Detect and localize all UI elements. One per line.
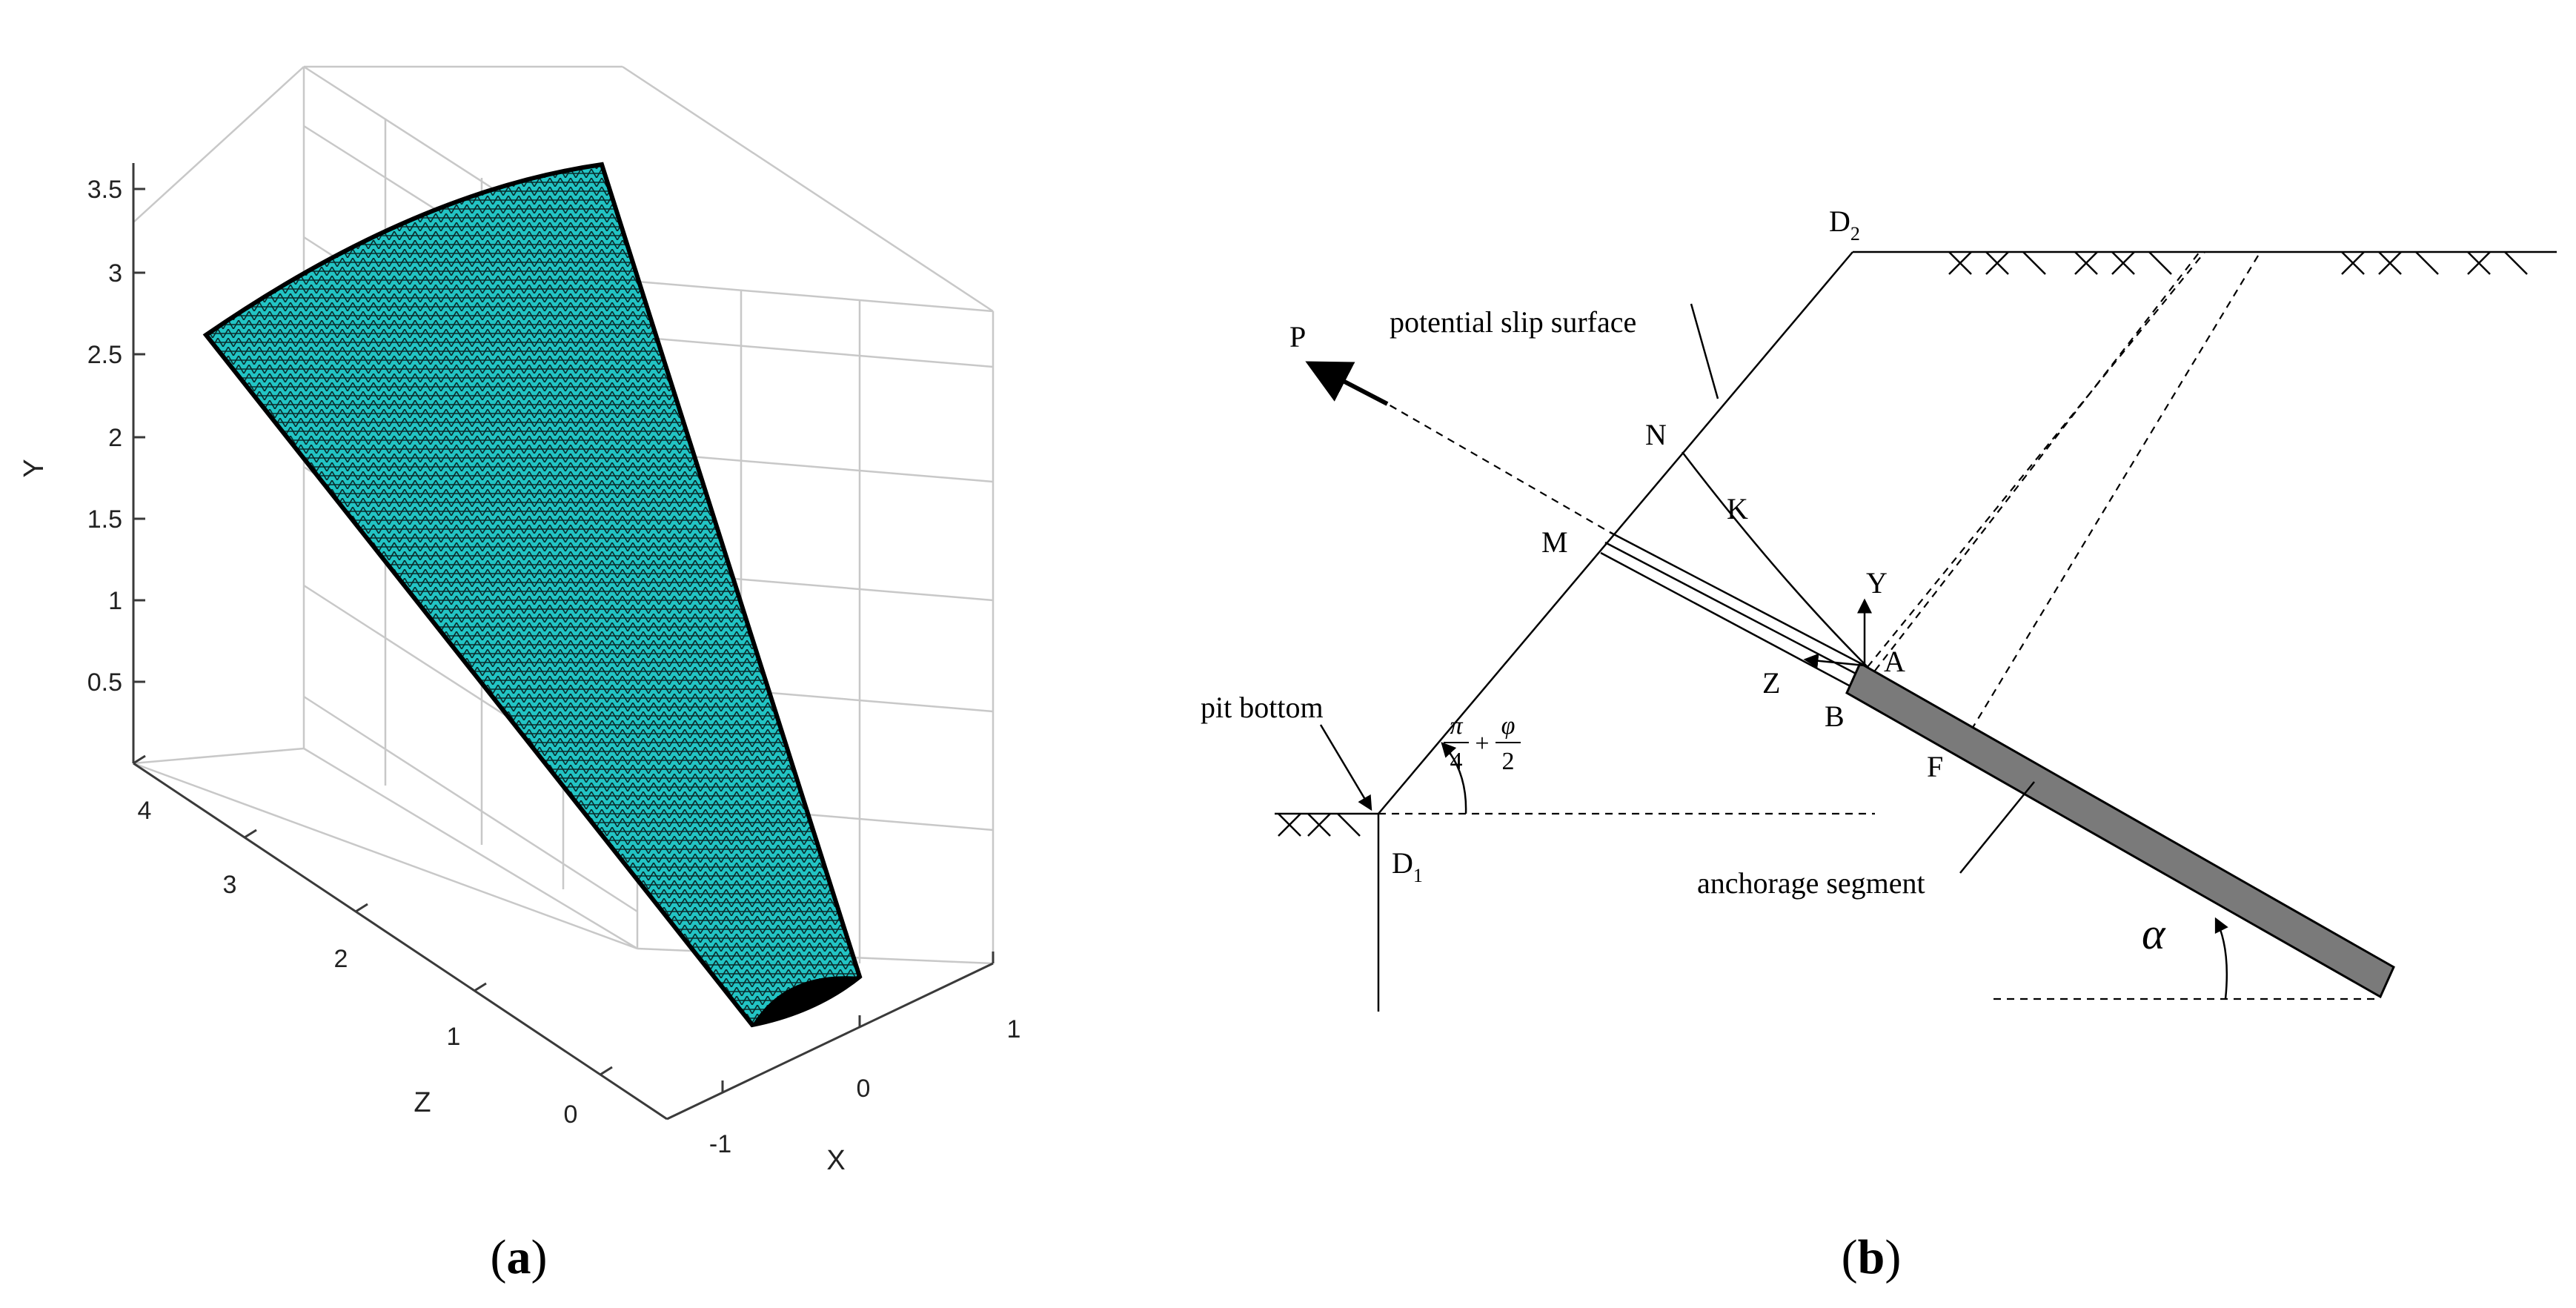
x-tick-label: -1	[709, 1130, 731, 1158]
alpha-label: α	[2142, 909, 2166, 958]
y-tick-label: 1	[108, 587, 122, 615]
anchorage-segment-label: anchorage segment	[1697, 866, 1925, 900]
pull-force-arrow	[1305, 361, 1389, 406]
x-axis-line	[666, 962, 994, 1121]
z-axis-line	[133, 762, 668, 1121]
y-axis-name: Y	[19, 459, 50, 477]
z-axis-name: Z	[414, 1087, 431, 1118]
point-label-k: K	[1727, 492, 1748, 525]
slip-surface-label: potential slip surface	[1390, 305, 1636, 339]
point-label-d1: D1	[1392, 846, 1423, 886]
local-z-label: Z	[1762, 666, 1780, 700]
point-label-m: M	[1541, 525, 1568, 559]
local-y-label: Y	[1866, 566, 1888, 600]
z-tick-label: 0	[564, 1100, 578, 1129]
z-tick-label: 3	[223, 871, 237, 899]
z-tick-label: 4	[138, 797, 152, 825]
svg-text:+: +	[1475, 730, 1489, 757]
point-label-n: N	[1645, 418, 1667, 451]
point-label-p: P	[1289, 320, 1306, 353]
svg-text:π: π	[1450, 712, 1463, 740]
z-tick-label: 2	[334, 945, 348, 973]
local-z-axis	[1803, 653, 1865, 668]
y-tick-label: 2	[108, 424, 122, 452]
point-label-d2: D2	[1829, 205, 1860, 245]
cone-base-cap	[752, 976, 860, 1025]
y-tick-label: 1.5	[87, 505, 122, 534]
panel-b: D2 D1 N M K A B F P Y Z potential slip s…	[1201, 205, 2557, 1012]
y-tick-label: 3	[108, 259, 122, 288]
dashed-line-2	[1874, 251, 2200, 671]
y-tick-label: 3.5	[87, 176, 122, 204]
panel-a: 0.5 1 1.5 2 2.5 3 3.5 Y 0 1 2 3 4 Z	[19, 65, 1021, 1176]
point-label-b: B	[1825, 700, 1845, 733]
x-tick-label: 0	[857, 1075, 871, 1103]
slip-surface-leader	[1690, 303, 1719, 399]
slope-angle-arc	[1441, 742, 1467, 814]
point-label-f: F	[1927, 750, 1943, 783]
ground-hatching	[1278, 251, 2528, 837]
y-ticks: 0.5 1 1.5 2 2.5 3 3.5	[87, 176, 145, 697]
pull-force-line	[1378, 398, 1610, 533]
svg-text:2: 2	[1502, 748, 1515, 775]
anchorage-segment-bar	[1845, 661, 2395, 999]
dashed-line-1	[1867, 251, 2205, 668]
svg-text:4: 4	[1450, 748, 1463, 775]
anchorage-leader	[1959, 781, 2035, 874]
pit-bottom-label: pit bottom	[1201, 691, 1324, 724]
pit-bottom-leader	[1319, 724, 1372, 811]
slope-angle-formula: π 4 + φ 2	[1444, 712, 1521, 775]
y-tick-label: 0.5	[87, 668, 122, 697]
slope-face	[1378, 251, 1853, 814]
anchor-free-segment	[1378, 398, 1868, 687]
y-tick-label: 2.5	[87, 341, 122, 369]
svg-text:φ: φ	[1501, 712, 1516, 740]
z-ticks: 0 1 2 3 4	[133, 754, 613, 1129]
x-axis-name: X	[826, 1145, 845, 1176]
z-tick-label: 1	[447, 1023, 461, 1051]
caption-a: (a)	[491, 1230, 548, 1284]
x-tick-label: 1	[1007, 1015, 1021, 1043]
point-label-a: A	[1884, 645, 1905, 678]
caption-b: (b)	[1842, 1230, 1902, 1284]
slip-curve-nka	[1682, 451, 1868, 668]
x-ticks: -1 0 1	[709, 952, 1021, 1158]
alpha-arc	[2214, 917, 2228, 1000]
